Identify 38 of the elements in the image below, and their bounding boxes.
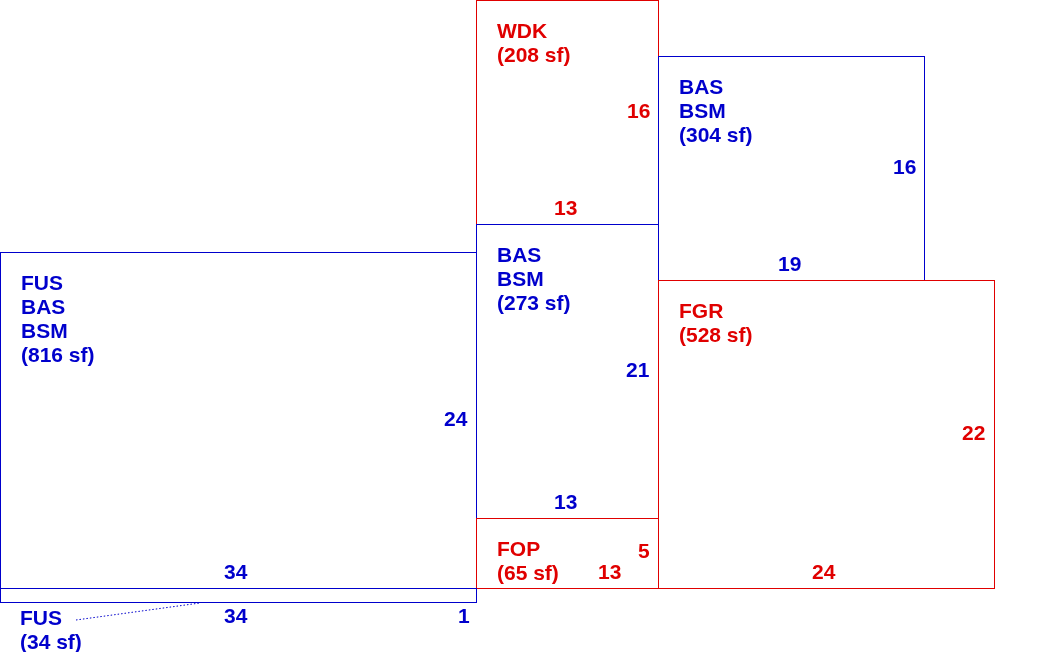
room-label: (208 sf) (497, 43, 571, 67)
room-label: (304 sf) (679, 123, 753, 147)
dimension-label: 22 (962, 422, 986, 444)
room-label: BSM (21, 319, 68, 343)
dimension-label: 5 (638, 540, 650, 562)
room-outline (658, 56, 925, 281)
room-label: (528 sf) (679, 323, 753, 347)
room-label: BAS (497, 243, 542, 267)
dimension-label: 1 (458, 605, 470, 627)
dimension-label: 13 (554, 491, 578, 513)
room-label: BAS (679, 75, 724, 99)
room-outline (0, 252, 477, 589)
leader-line (75, 602, 201, 621)
room-outline (476, 0, 659, 225)
room-label: BSM (497, 267, 544, 291)
room-label: (273 sf) (497, 291, 571, 315)
room-label: WDK (497, 19, 548, 43)
dimension-label: 16 (627, 100, 651, 122)
dimension-label: 21 (626, 359, 650, 381)
room-label: FOP (497, 537, 541, 561)
room-strip (0, 588, 477, 603)
room-outline (476, 518, 659, 589)
room-outline (658, 280, 995, 589)
dimension-label: 34 (224, 605, 248, 627)
dimension-label: 24 (812, 561, 836, 583)
room-label: FUS (21, 271, 63, 295)
dimension-label: 16 (893, 156, 917, 178)
room-label: BAS (21, 295, 66, 319)
room-label: (65 sf) (497, 561, 559, 585)
dimension-label: 13 (554, 197, 578, 219)
room-label: BSM (679, 99, 726, 123)
room-label: (816 sf) (21, 343, 95, 367)
room-label: FUS (20, 606, 62, 630)
dimension-label: 19 (778, 253, 802, 275)
room-label: FGR (679, 299, 724, 323)
dimension-label: 24 (444, 408, 468, 430)
dimension-label: 34 (224, 561, 248, 583)
dimension-label: 13 (598, 561, 622, 583)
